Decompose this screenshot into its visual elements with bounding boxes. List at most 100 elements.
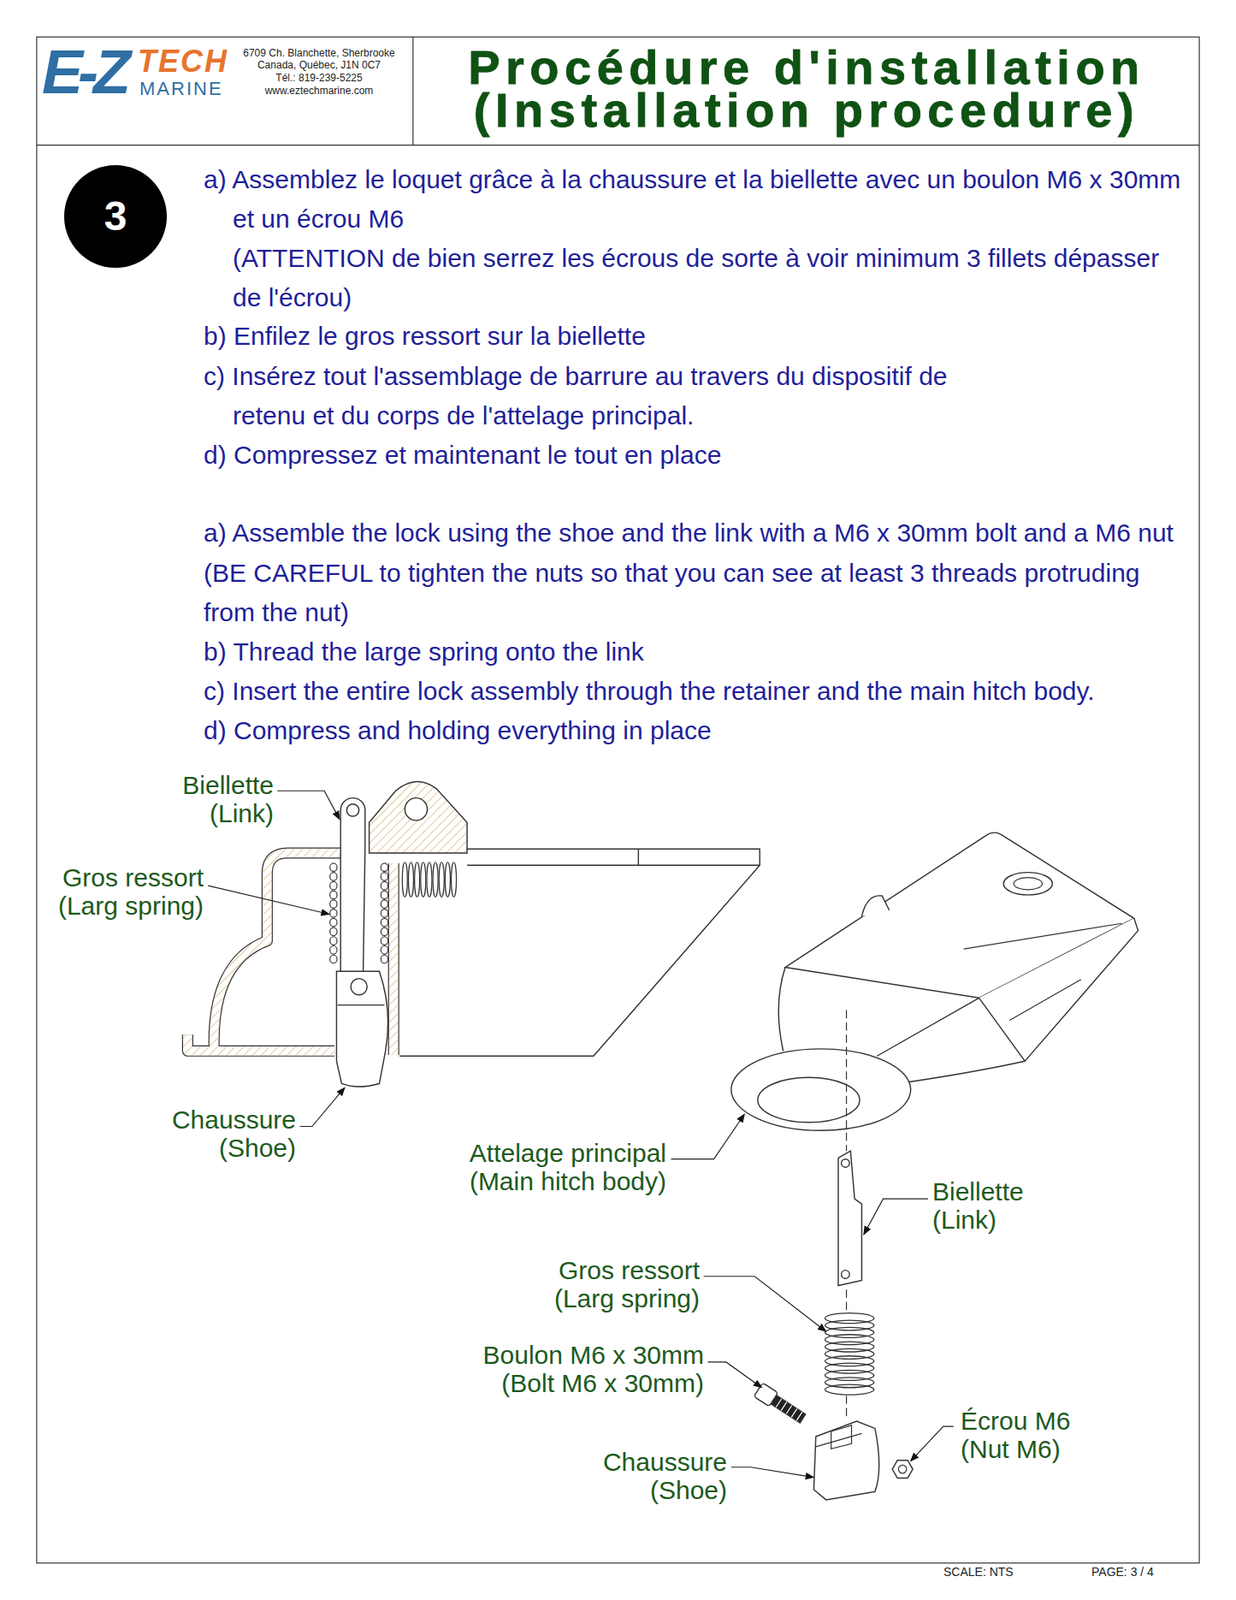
section-view — [451, 862, 457, 898]
leader-lines — [703, 1276, 827, 1331]
address-line: Tél.: 819-239-5225 — [233, 71, 405, 84]
hitch-body-drawing — [731, 832, 1139, 1420]
section-view — [380, 899, 388, 909]
hitch-body-drawing — [861, 895, 889, 917]
instruction-text: d) Compress and holding everything in pl… — [203, 710, 1188, 751]
part-label: Chaussure (Shoe) — [590, 1447, 728, 1504]
leader-lines — [731, 1466, 815, 1478]
step-number-circle: 3 — [64, 165, 167, 268]
address-line: 6709 Ch. Blanchette, Sherbrooke — [233, 47, 405, 60]
header-logo-cell: E-Z TECHMARINE 6709 Ch. Blanchette, Sherbr… — [36, 36, 414, 145]
section-view — [380, 909, 388, 918]
section-view — [330, 927, 338, 936]
section-view — [337, 1004, 385, 1006]
section-view — [330, 872, 338, 882]
exploded-parts — [838, 1150, 862, 1285]
page-frame — [36, 36, 1200, 1563]
part-label: Biellette (Link) — [166, 770, 274, 828]
page-frame — [412, 36, 414, 145]
page-title: Procédure d'installation (Installation p… — [438, 46, 1175, 132]
exploded-parts — [841, 1270, 851, 1279]
section-view — [380, 917, 388, 927]
exploded-parts — [898, 1464, 907, 1473]
section-view — [426, 862, 432, 898]
part-label: Gros ressort (Larg spring) — [541, 1255, 700, 1313]
section-view — [399, 848, 760, 1056]
exploded-parts — [753, 1150, 913, 1500]
section-view — [380, 927, 388, 936]
leader-lines — [300, 1087, 345, 1126]
section-view — [404, 798, 427, 821]
leader-lines — [863, 1198, 929, 1235]
part-label: Boulon M6 x 30mm (Bolt M6 x 30mm) — [468, 1340, 704, 1397]
section-view — [369, 781, 468, 853]
leader-lines — [707, 1361, 762, 1388]
section-view — [380, 890, 388, 899]
instruction-text: a) Assemble the lock using the shoe and … — [203, 513, 1188, 553]
logo-mark: E-Z — [41, 41, 126, 103]
section-view — [380, 936, 388, 946]
exploded-parts — [775, 1398, 802, 1421]
section-view — [380, 954, 388, 964]
page-frame — [36, 36, 1200, 1563]
instruction-text: (ATTENTION de bien serrez les écrous de … — [232, 238, 1169, 318]
part-label: Écrou M6 (Nut M6) — [960, 1406, 1085, 1463]
section-view — [330, 954, 338, 964]
section-view — [330, 936, 338, 946]
part-label: Chaussure (Shoe) — [159, 1105, 296, 1162]
address-line: www.eztechmarine.com — [233, 84, 405, 97]
footer-text: SCALE: NTS — [943, 1564, 1064, 1579]
section-view — [380, 872, 388, 882]
hitch-body-drawing — [1013, 877, 1042, 890]
exploded-parts — [841, 1159, 851, 1168]
instruction-text: b) Enfilez le gros ressort sur la bielle… — [203, 316, 1186, 356]
section-view — [330, 917, 338, 927]
leader-lines — [207, 885, 330, 914]
part-label: Attelage principal (Main hitch body) — [452, 1138, 667, 1195]
section-view — [330, 863, 338, 872]
section-view — [380, 945, 388, 954]
exploded-parts — [813, 1420, 879, 1500]
hitch-body-drawing — [979, 917, 1139, 1061]
logo-word: TECH — [137, 46, 229, 77]
address-line: Canada, Québec, J1N 0C7 — [233, 59, 405, 71]
hitch-body-drawing — [1003, 872, 1053, 895]
section-view — [380, 863, 388, 872]
exploded-parts — [770, 1395, 805, 1423]
step-number: 3 — [64, 165, 167, 268]
section-view — [330, 881, 338, 890]
section-view — [350, 978, 367, 995]
exploded-parts — [825, 1312, 875, 1395]
exploded-parts — [816, 1432, 863, 1446]
section-view — [420, 862, 426, 898]
instruction-text: b) Thread the large spring onto the link — [203, 632, 1188, 672]
section-view — [330, 909, 338, 918]
instruction-text: c) Insérez tout l'assemblage de barrure … — [203, 356, 976, 436]
section-view — [444, 862, 450, 898]
section-view — [408, 862, 414, 898]
section-view — [330, 890, 338, 899]
logo-word: MARINE — [139, 79, 224, 99]
leader-lines — [277, 790, 340, 819]
exploded-parts — [753, 1382, 807, 1426]
section-view — [414, 862, 420, 898]
section-view — [438, 862, 444, 898]
section-view — [346, 804, 359, 817]
instruction-text: c) Insert the entire lock assembly throu… — [203, 671, 1188, 711]
section-view — [402, 862, 408, 898]
section-view — [380, 881, 388, 890]
hitch-body-drawing — [757, 1076, 860, 1122]
exploded-parts — [892, 1460, 913, 1479]
instruction-text: a) Assemblez le loquet grâce à la chauss… — [203, 159, 1186, 239]
section-view — [432, 862, 438, 898]
footer-text: PAGE: 3 / 4 — [1091, 1564, 1195, 1579]
section-view — [330, 899, 338, 909]
page-frame — [36, 144, 1200, 146]
hitch-body-drawing — [963, 922, 1123, 1020]
instruction-text: d) Compressez et maintenant le tout en p… — [203, 435, 1186, 475]
exploded-parts — [825, 1383, 875, 1395]
section-view — [330, 945, 338, 954]
section-view — [336, 970, 388, 1087]
part-label: Biellette (Link) — [932, 1176, 1040, 1234]
part-label: Gros ressort (Larg spring) — [45, 863, 204, 920]
